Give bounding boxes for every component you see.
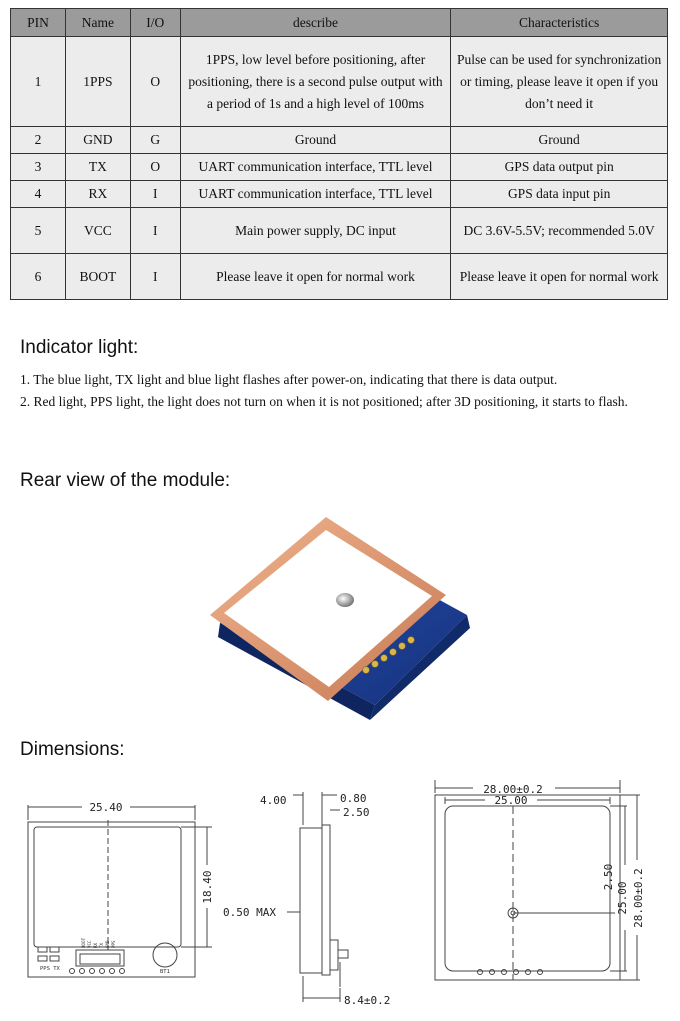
dim-side-ceramic: 0.80 [340,792,367,805]
module-side-body [299,827,323,974]
pin-number: 1 [10,36,66,127]
pin-describe: Main power supply, DC input [179,207,452,254]
dim-top-inner-width: 25.00 [494,794,527,807]
pin-characteristics: DC 3.6V-5.5V; recommended 5.0V [450,207,668,254]
dim-side-total: 8.4±0.2 [344,994,390,1007]
feed-point-outline [507,907,519,919]
pin-io: I [129,207,181,254]
header-characteristics: Characteristics [450,8,668,37]
table-row: 6 BOOT I Please leave it open for normal… [10,253,668,300]
header-describe: describe [179,8,452,37]
pin-name: GND [64,126,131,154]
board-outline [27,821,196,978]
pin-characteristics: GPS data output pin [450,153,668,181]
pin-describe: UART communication interface, TTL level [179,180,452,208]
battery-outline [152,942,178,968]
silk-label: PPS TX [40,966,61,972]
side-view-drawing: 4.00 0.80 2.50 0.50 MAX 8.4±0.2 [223,792,390,1007]
dim-top-outer-width: 28.00±0.2 [483,783,543,796]
dim-front-height: 18.40 [201,870,214,903]
silk-pin-label: PPS [111,940,116,948]
pin-name: BOOT [64,253,131,300]
pin-io: G [129,126,181,154]
pin-table-header: PIN Name I/O describe Characteristics [10,8,668,37]
pin-holes [69,968,125,974]
module-rear-illustration [210,517,470,720]
silk-pin-label: BOOT [81,937,86,948]
silk-pin-label: GND [105,940,110,948]
pin-characteristics: Ground [450,126,668,154]
dim-top-offset: 2.50 [602,864,615,891]
pin-number: 6 [10,253,66,300]
pin-io: O [129,36,181,127]
pin-name: RX [64,180,131,208]
battery-label: BT1 [160,969,170,975]
indicator-text: 1. The blue light, TX light and blue lig… [20,369,665,413]
header-name: Name [64,8,131,37]
dim-front-width: 25.40 [89,801,122,814]
pin-io: I [129,253,181,300]
rear-view-heading: Rear view of the module: [20,470,231,491]
pin-io: I [129,180,181,208]
pin-number: 2 [10,126,66,154]
pin-describe: UART communication interface, TTL level [179,153,452,181]
pin-describe: Please leave it open for normal work [179,253,452,300]
top-view-drawing: 28.00±0.2 25.00 2.50 25.00 28.00±0.2 [434,780,645,981]
pin-number: 4 [10,180,66,208]
pin-pads [362,636,415,674]
pin-number: 3 [10,153,66,181]
table-row: 5 VCC I Main power supply, DC input DC 3… [10,207,668,254]
table-row: 2 GND G Ground Ground [10,126,668,154]
pin-characteristics: Please leave it open for normal work [450,253,668,300]
pin-name: VCC [64,207,131,254]
front-view-drawing: 25.40 18.40 PPS TX BT1 BOOT VCC RX TX GN… [27,801,214,978]
board-outline-top [434,794,621,981]
ceramic-outline [444,805,611,972]
pin-characteristics: Pulse can be used for synchronization or… [450,36,668,127]
header-io: I/O [129,8,181,37]
ceramic-patch [224,530,432,687]
pin-name: TX [64,153,131,181]
table-row: 4 RX I UART communication interface, TTL… [10,180,668,208]
pin-name: 1PPS [64,36,131,127]
silk-pin-label: VCC [87,940,92,948]
dim-top-outer-height: 28.00±0.2 [632,868,645,928]
table-row: 3 TX O UART communication interface, TTL… [10,153,668,181]
pin-number: 5 [10,207,66,254]
dimensions-heading: Dimensions: [20,739,125,760]
indicator-line-2: 2. Red light, PPS light, the light does … [20,394,628,409]
pin-table: PIN Name I/O describe Characteristics 1 … [10,8,668,300]
header-pin: PIN [10,8,66,37]
dim-side-max: 0.50 MAX [223,906,276,919]
dim-side-offset: 2.50 [343,806,370,819]
indicator-line-1: 1. The blue light, TX light and blue lig… [20,372,558,387]
table-row: 1 1PPS O 1PPS, low level before position… [10,36,668,127]
pin-describe: Ground [179,126,452,154]
pin-io: O [129,153,181,181]
dim-side-depth: 4.00 [260,794,287,807]
feed-point [336,593,354,607]
pin-describe: 1PPS, low level before positioning, afte… [179,36,452,127]
silk-pin-label: RX [93,942,98,948]
pin-characteristics: GPS data input pin [450,180,668,208]
pad-outlines [477,969,543,975]
dim-top-inner-height: 25.00 [616,881,629,914]
indicator-heading: Indicator light: [20,337,139,358]
silk-pin-label: TX [99,942,104,948]
